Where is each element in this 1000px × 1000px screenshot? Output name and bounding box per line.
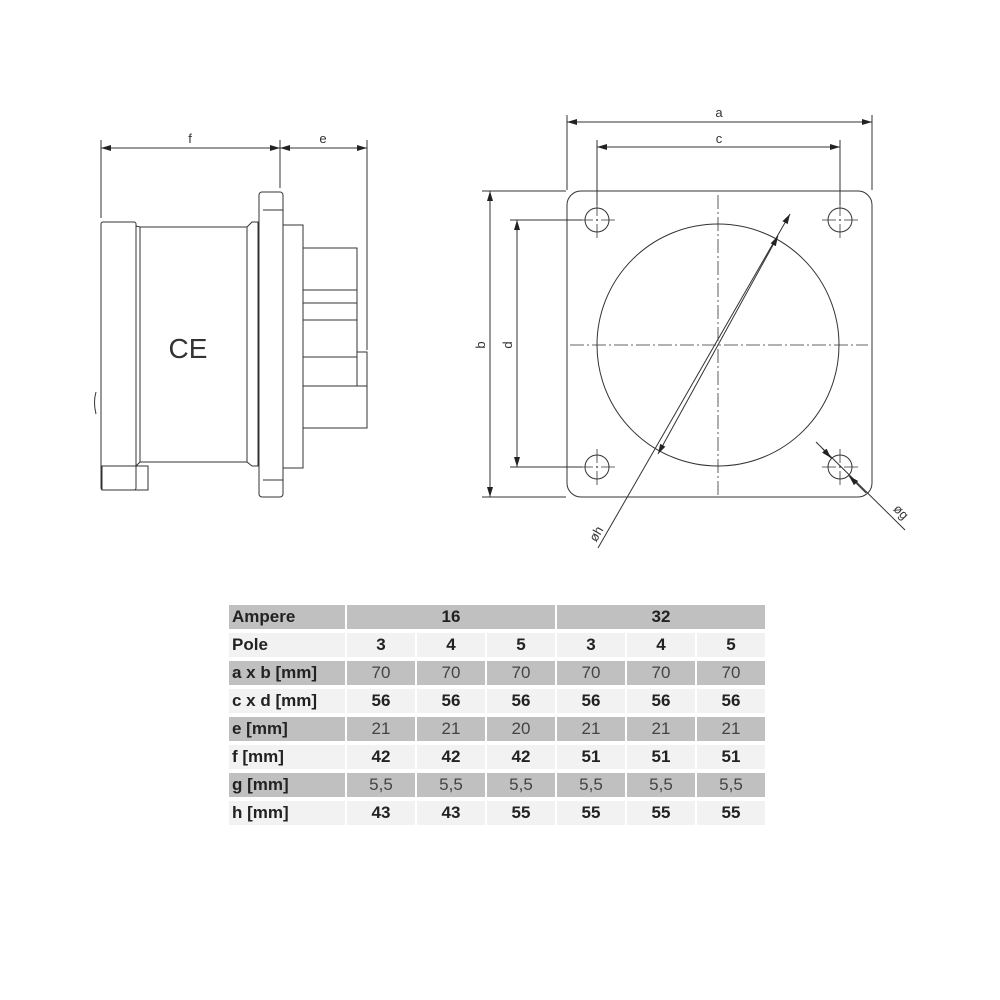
pole-cell: 3 [557, 633, 625, 657]
value-cell: 21 [697, 717, 765, 741]
value-cell: 21 [417, 717, 485, 741]
dimensions-table: Ampere 16 32 Pole 3 4 5 3 4 5 a x b [mm]… [227, 601, 767, 829]
value-cell: 42 [487, 745, 555, 769]
dimension-g-line [815, 441, 906, 531]
row-label: a x b [mm] [229, 661, 345, 685]
row-label: Ampere [229, 605, 345, 629]
dimension-a-label: a [715, 105, 723, 120]
ampere-group-32: 32 [557, 605, 765, 629]
row-label: g [mm] [229, 773, 345, 797]
table-row-pole: Pole 3 4 5 3 4 5 [229, 633, 765, 657]
pole-cell: 5 [697, 633, 765, 657]
dimension-h-label: øh [586, 523, 607, 544]
value-cell: 43 [347, 801, 415, 825]
row-label: c x d [mm] [229, 689, 345, 713]
dimension-f-label: f [188, 131, 192, 146]
pole-cell: 3 [347, 633, 415, 657]
value-cell: 56 [697, 689, 765, 713]
row-label: f [mm] [229, 745, 345, 769]
value-cell: 70 [697, 661, 765, 685]
value-cell: 56 [487, 689, 555, 713]
value-cell: 70 [417, 661, 485, 685]
flange [258, 191, 284, 498]
value-cell: 55 [557, 801, 625, 825]
value-cell: 70 [347, 661, 415, 685]
pole-cell: 4 [417, 633, 485, 657]
dimension-d-label: d [500, 341, 515, 348]
value-cell: 21 [347, 717, 415, 741]
dimension-c-label: c [716, 131, 723, 146]
table-row-ampere: Ampere 16 32 [229, 605, 765, 629]
pin-housing [302, 247, 358, 387]
value-cell: 21 [557, 717, 625, 741]
mounting-plate [566, 190, 873, 498]
value-cell: 42 [347, 745, 415, 769]
pole-cell: 5 [487, 633, 555, 657]
row-label: Pole [229, 633, 345, 657]
dimension-e-label: e [319, 131, 326, 146]
value-cell: 55 [487, 801, 555, 825]
value-cell: 56 [557, 689, 625, 713]
value-cell: 70 [487, 661, 555, 685]
value-cell: 5,5 [417, 773, 485, 797]
value-cell: 56 [417, 689, 485, 713]
side-view [94, 140, 368, 498]
value-cell: 55 [697, 801, 765, 825]
value-cell: 51 [557, 745, 625, 769]
value-cell: 5,5 [697, 773, 765, 797]
value-cell: 70 [557, 661, 625, 685]
value-cell: 51 [627, 745, 695, 769]
value-cell: 5,5 [557, 773, 625, 797]
rear-cap [100, 221, 137, 491]
dimension-b-label: b [473, 341, 488, 348]
value-cell: 56 [627, 689, 695, 713]
dimension-h-line [597, 213, 791, 549]
value-cell: 21 [627, 717, 695, 741]
value-cell: 20 [487, 717, 555, 741]
row-label: e [mm] [229, 717, 345, 741]
value-cell: 5,5 [487, 773, 555, 797]
value-cell: 5,5 [347, 773, 415, 797]
value-cell: 51 [697, 745, 765, 769]
value-cell: 56 [347, 689, 415, 713]
value-cell: 43 [417, 801, 485, 825]
technical-drawing: f e CE a c b d øh øg [94, 105, 912, 549]
pole-cell: 4 [627, 633, 695, 657]
ampere-group-16: 16 [347, 605, 555, 629]
value-cell: 55 [627, 801, 695, 825]
value-cell: 5,5 [627, 773, 695, 797]
value-cell: 42 [417, 745, 485, 769]
row-label: h [mm] [229, 801, 345, 825]
front-view [482, 115, 906, 549]
ce-mark: CE [169, 333, 208, 364]
value-cell: 70 [627, 661, 695, 685]
